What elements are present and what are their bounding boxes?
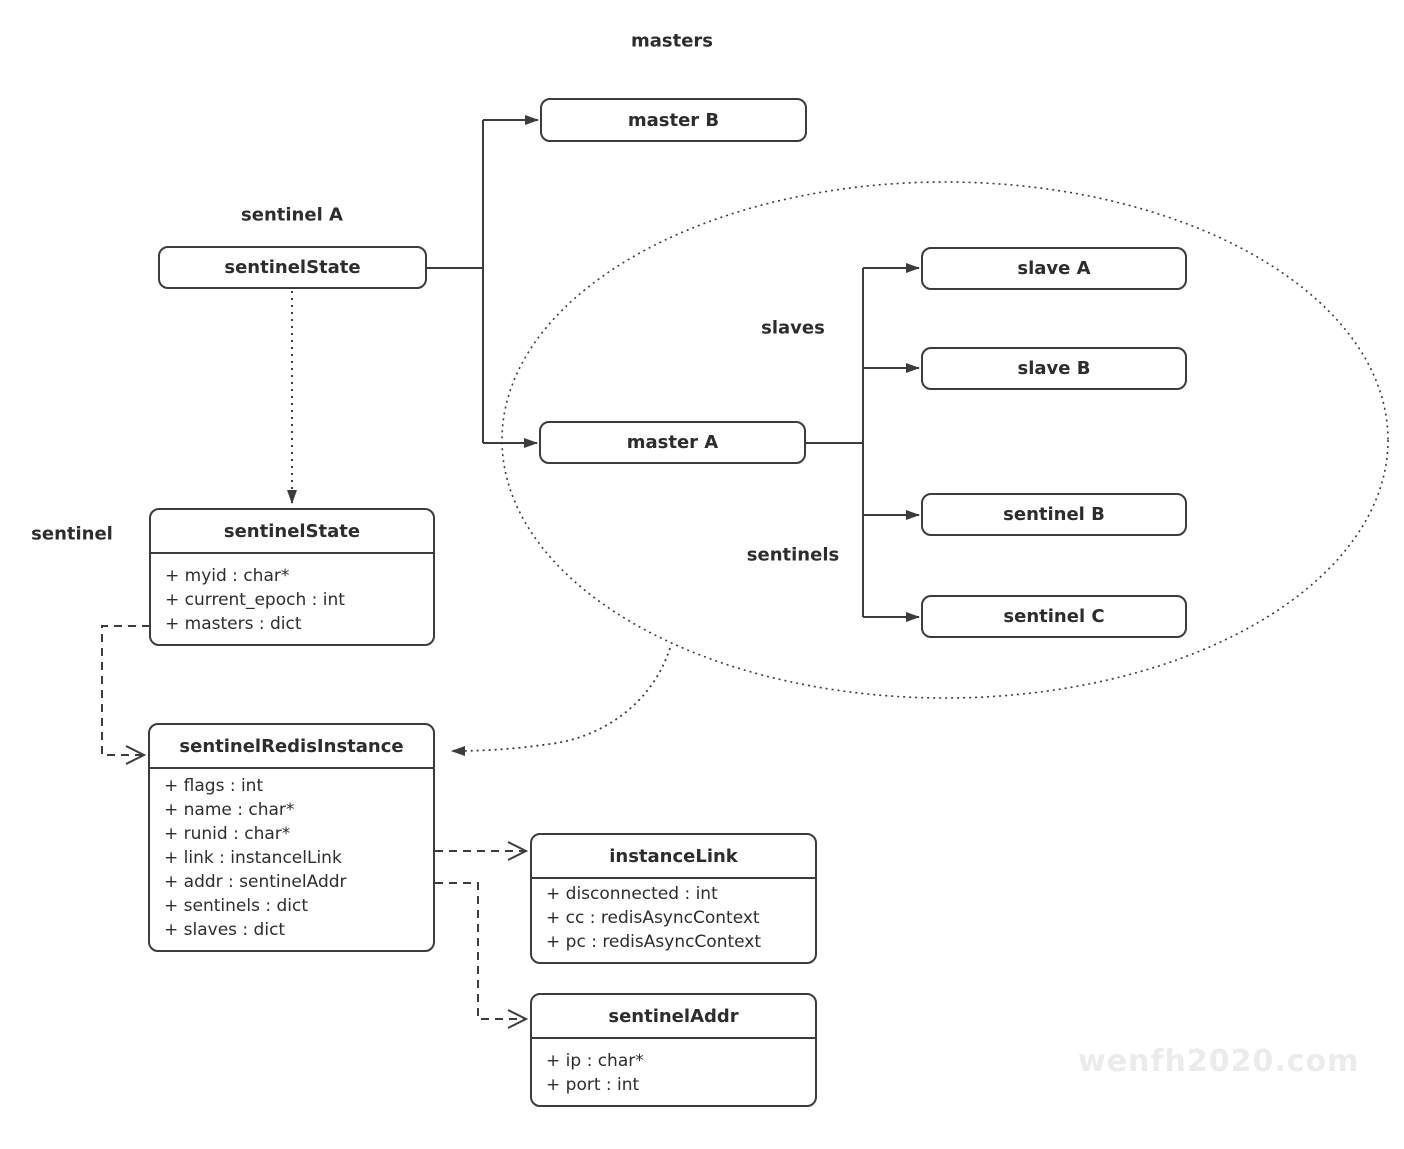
class-field: + masters : dict [165, 614, 302, 634]
cluster-ellipse [501, 181, 1389, 699]
class-sentinelstate: sentinelState + myid : char* + current_e… [149, 508, 435, 646]
node-slave-b: slave B [921, 347, 1187, 390]
class-field: + name : char* [164, 800, 295, 820]
ellipse-to-instance-dotted-arrow [451, 647, 671, 756]
class-field: + pc : redisAsyncContext [546, 932, 762, 952]
class-field: + slaves : dict [164, 920, 286, 940]
class-field: + myid : char* [165, 566, 290, 586]
mastera-to-children-links [806, 263, 920, 622]
sentinelstate-to-masters-links [427, 115, 539, 448]
class-field: + disconnected : int [546, 884, 718, 904]
class-field: + cc : redisAsyncContext [546, 908, 760, 928]
class-field: + runid : char* [164, 824, 291, 844]
class-field: + ip : char* [546, 1051, 644, 1071]
masters-to-redisinstance-dashed-arrow [101, 625, 150, 765]
node-sentinel-c: sentinel C [921, 595, 1187, 638]
node-master-a: master A [539, 421, 806, 464]
class-sentinelredisinstance: sentinelRedisInstance + flags : int + na… [148, 723, 435, 952]
class-sentineladdr: sentinelAddr + ip : char* + port : int [530, 993, 817, 1107]
class-sentineladdr-title: sentinelAddr [532, 995, 815, 1039]
class-sentinelstate-title: sentinelState [151, 510, 433, 554]
class-instancelink-title: instanceLink [532, 835, 815, 879]
class-instancelink-fields: + disconnected : int + cc : redisAsyncCo… [532, 879, 815, 962]
watermark: wenfh2020.com [1078, 1044, 1360, 1079]
class-field: + flags : int [164, 776, 264, 796]
label-sentinel: sentinel [31, 523, 113, 545]
class-sentinelredisinstance-title: sentinelRedisInstance [150, 725, 433, 769]
addr-to-sentineladdr-dashed-arrow [435, 882, 529, 1029]
class-field: + addr : sentinelAddr [164, 872, 347, 892]
node-master-b: master B [540, 98, 807, 142]
node-slave-a: slave A [921, 247, 1187, 290]
class-sentinelstate-fields: + myid : char* + current_epoch : int + m… [151, 554, 433, 644]
node-sentinel-b: sentinel B [921, 493, 1187, 536]
class-field: + current_epoch : int [165, 590, 345, 610]
label-masters: masters [630, 30, 714, 52]
class-field: + sentinels : dict [164, 896, 309, 916]
class-instancelink: instanceLink + disconnected : int + cc :… [530, 833, 817, 964]
class-sentinelredisinstance-fields: + flags : int + name : char* + runid : c… [150, 769, 433, 950]
label-sentinels: sentinels [746, 544, 840, 566]
class-field: + link : instancelLink [164, 848, 342, 868]
class-sentineladdr-fields: + ip : char* + port : int [532, 1039, 815, 1105]
label-sentinel-a: sentinel A [241, 204, 343, 226]
label-slaves: slaves [761, 317, 825, 339]
node-sentinelstate: sentinelState [158, 246, 427, 289]
class-field: + port : int [546, 1075, 640, 1095]
